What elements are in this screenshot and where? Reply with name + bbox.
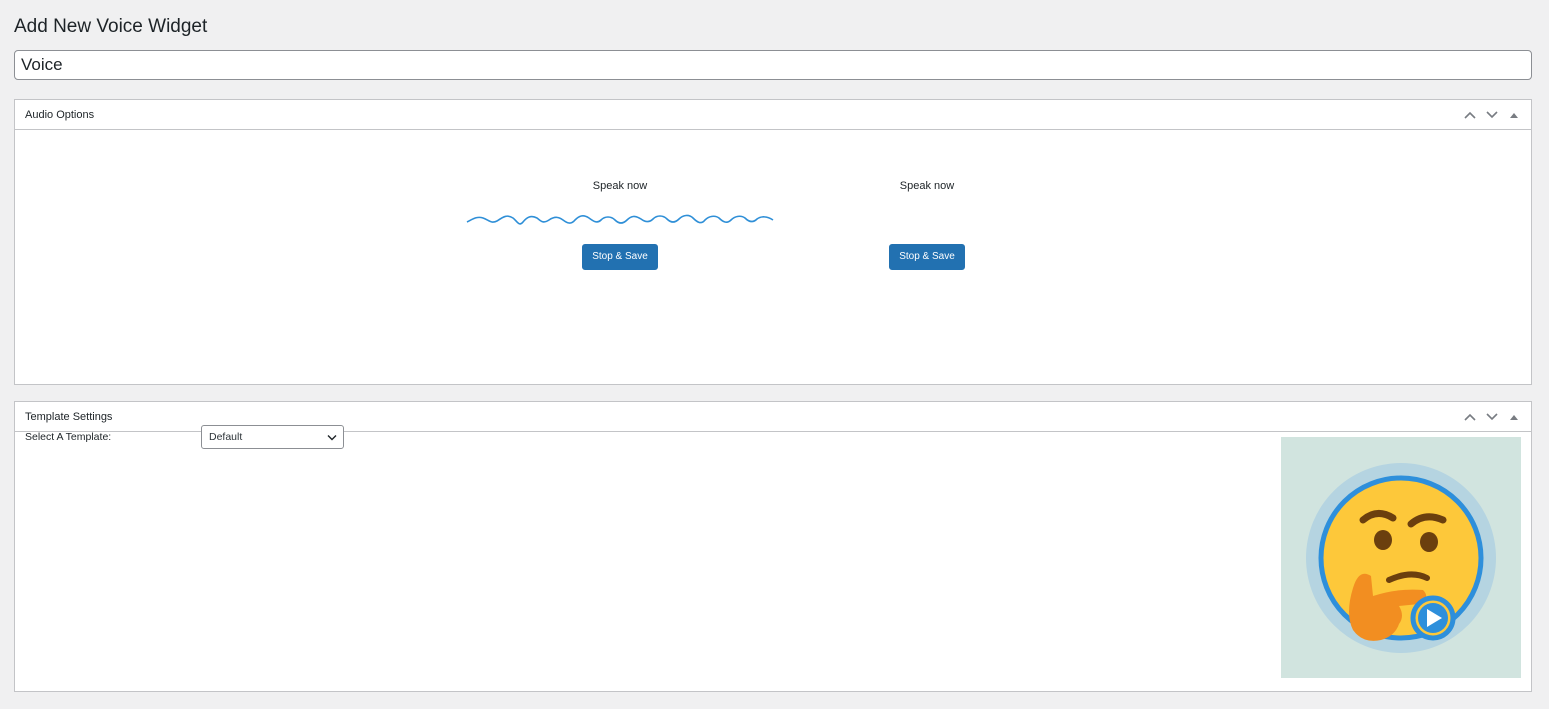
- move-up-button[interactable]: [1459, 402, 1481, 432]
- chevron-up-icon: [1464, 111, 1476, 119]
- move-up-button[interactable]: [1459, 100, 1481, 130]
- thinking-face-play-icon: [1306, 462, 1496, 653]
- triangle-up-icon: [1510, 414, 1518, 420]
- template-select-row: Select A Template: Default: [25, 425, 344, 449]
- template-select[interactable]: Default: [201, 425, 344, 449]
- toggle-panel-button[interactable]: [1503, 402, 1525, 432]
- triangle-up-icon: [1510, 112, 1518, 118]
- chevron-up-icon: [1464, 413, 1476, 421]
- template-settings-title: Template Settings: [25, 410, 113, 423]
- speak-now-label: Speak now: [592, 180, 648, 192]
- audio-options-header: Audio Options: [15, 100, 1531, 130]
- template-select-value: Default: [209, 431, 243, 443]
- stop-save-button[interactable]: Stop & Save: [889, 244, 965, 270]
- template-preview: [1281, 437, 1521, 678]
- voice-recorder-1: Speak now Stop & Save: [465, 180, 775, 270]
- chevron-down-icon: [327, 434, 337, 440]
- speak-now-label: Speak now: [899, 180, 955, 192]
- audio-options-title: Audio Options: [25, 108, 95, 121]
- select-template-label: Select A Template:: [25, 431, 112, 443]
- move-down-button[interactable]: [1481, 402, 1503, 432]
- widget-title-input[interactable]: [14, 50, 1532, 80]
- chevron-down-icon: [1486, 110, 1498, 118]
- template-settings-header: Template Settings: [15, 402, 1531, 432]
- audio-waveform-empty: [772, 208, 1082, 230]
- voice-recorder-2: Speak now Stop & Save: [772, 180, 1082, 270]
- template-settings-handles: [1459, 402, 1531, 431]
- audio-options-handles: [1459, 100, 1531, 129]
- template-settings-box: Template Settings Select A Template: Def…: [14, 401, 1532, 692]
- toggle-panel-button[interactable]: [1503, 100, 1525, 130]
- chevron-down-icon: [1486, 412, 1498, 420]
- audio-waveform: [466, 214, 774, 225]
- move-down-button[interactable]: [1481, 100, 1503, 130]
- stop-save-button[interactable]: Stop & Save: [582, 244, 658, 270]
- audio-options-box: Audio Options Speak now Stop & Save Spea…: [14, 99, 1532, 385]
- page-title: Add New Voice Widget: [14, 16, 208, 37]
